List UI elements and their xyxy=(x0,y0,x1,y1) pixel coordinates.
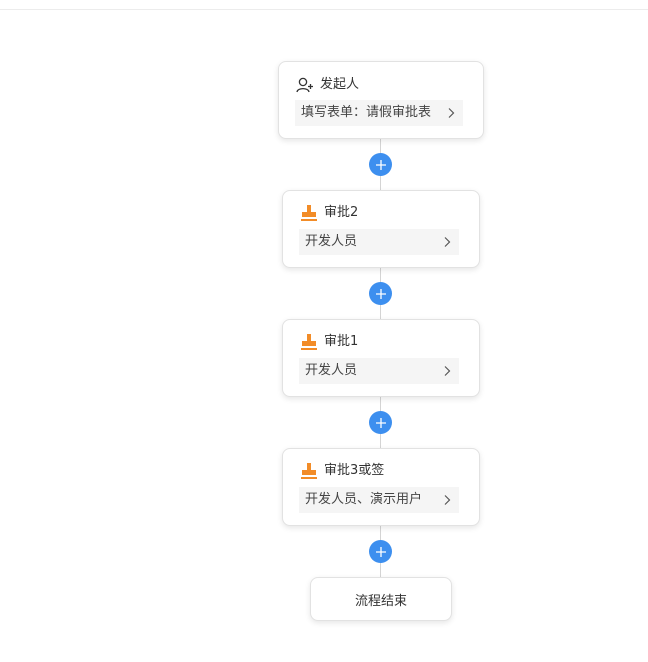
chevron-right-icon xyxy=(444,237,451,247)
plus-icon xyxy=(375,417,386,428)
approval-title: 审批2 xyxy=(324,205,359,220)
stamp-icon xyxy=(301,205,317,221)
top-divider xyxy=(0,9,648,10)
initiator-form-text: 填写表单：请假审批表 xyxy=(301,105,432,120)
chevron-right-icon xyxy=(444,366,451,376)
initiator-form-field[interactable]: 填写表单：请假审批表 xyxy=(295,100,463,126)
approver-text: 开发人员 xyxy=(305,234,358,249)
approval-node[interactable]: 审批1 开发人员 xyxy=(282,319,480,397)
approver-field[interactable]: 开发人员、演示用户 xyxy=(299,487,459,513)
approver-text: 开发人员 xyxy=(305,363,358,378)
approval-node[interactable]: 审批2 开发人员 xyxy=(282,190,480,268)
user-add-icon xyxy=(296,77,313,93)
end-node: 流程结束 xyxy=(310,577,452,621)
add-node-button[interactable] xyxy=(369,153,392,176)
add-node-button[interactable] xyxy=(369,540,392,563)
add-node-button[interactable] xyxy=(369,411,392,434)
approver-field[interactable]: 开发人员 xyxy=(299,229,459,255)
plus-icon xyxy=(375,288,386,299)
approver-text: 开发人员、演示用户 xyxy=(305,492,423,507)
chevron-right-icon xyxy=(448,108,455,118)
initiator-node[interactable]: 发起人 填写表单：请假审批表 xyxy=(278,61,484,139)
add-node-button[interactable] xyxy=(369,282,392,305)
stamp-icon xyxy=(301,463,317,479)
initiator-title: 发起人 xyxy=(320,77,360,92)
approver-field[interactable]: 开发人员 xyxy=(299,358,459,384)
end-label: 流程结束 xyxy=(354,593,407,609)
plus-icon xyxy=(375,159,386,170)
stamp-icon xyxy=(301,334,317,350)
approval-node[interactable]: 审批3或签 开发人员、演示用户 xyxy=(282,448,480,526)
chevron-right-icon xyxy=(444,495,451,505)
plus-icon xyxy=(375,546,386,557)
approval-title: 审批3或签 xyxy=(324,463,385,478)
approval-title: 审批1 xyxy=(324,334,359,349)
